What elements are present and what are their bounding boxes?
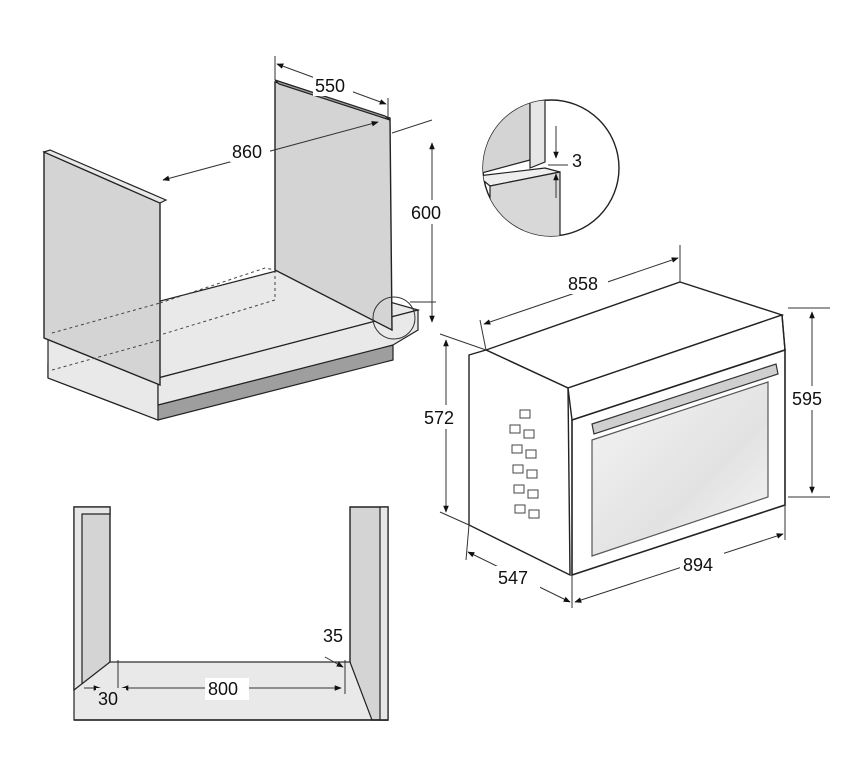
label-oven-top-width: 858 (568, 274, 598, 294)
label-oven-depth: 547 (498, 568, 528, 588)
gap-detail (482, 99, 620, 237)
oven-front-edge (781, 314, 786, 351)
cabinet-hidden-line-2 (51, 302, 161, 334)
dim-860-line (162, 120, 379, 182)
label-niche-inner-width: 800 (208, 679, 238, 699)
cabinet-drawing (42, 56, 436, 421)
dim-35-line (324, 656, 344, 668)
label-cabinet-height: 600 (411, 203, 441, 223)
label-niche-left-inset: 30 (98, 689, 118, 709)
cabinet-left-panel-edge (42, 149, 168, 204)
label-cabinet-width: 860 (232, 142, 262, 162)
gap-detail-wall (483, 100, 531, 175)
label-cabinet-depth: 550 (315, 76, 345, 96)
oven-handle (591, 363, 779, 435)
dim-572-extension-top (439, 333, 487, 351)
oven-door-glass (591, 381, 769, 557)
dim-894-line (574, 533, 784, 603)
oven-side (468, 349, 571, 577)
dim-858-extension-left (479, 319, 487, 351)
label-oven-side-height: 572 (424, 408, 454, 428)
label-oven-front-height: 595 (792, 389, 822, 409)
dim-547-extension-left (465, 524, 470, 561)
label-oven-front-width: 894 (683, 555, 713, 575)
dimension-labels: 550 860 600 3 858 572 595 547 894 35 800… (96, 74, 836, 710)
label-niche-side-inset: 35 (323, 626, 343, 646)
cabinet-hidden-line-4 (51, 339, 161, 371)
niche-right-wall-face (379, 506, 389, 721)
gap-detail-wall-side (529, 100, 546, 169)
cabinet-hidden-line-3 (159, 270, 276, 336)
dim-600-extension-top (391, 119, 433, 134)
cabinet-hidden-line-1 (159, 267, 276, 304)
dim-572-extension-bottom (439, 511, 470, 526)
cabinet-detail-circle (372, 296, 416, 340)
oven-drawing (439, 245, 830, 608)
label-gap: 3 (572, 151, 582, 171)
